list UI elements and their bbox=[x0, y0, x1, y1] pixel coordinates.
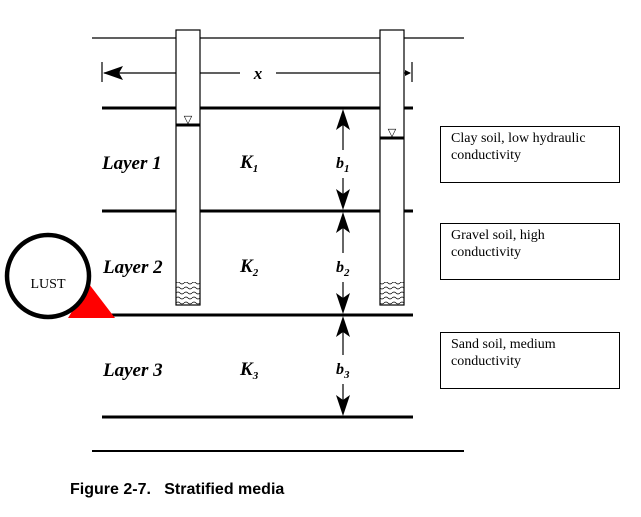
thickness-arrow-2: b2 bbox=[336, 212, 350, 314]
thickness-arrow-3: b3 bbox=[336, 316, 350, 416]
well-screen-left bbox=[176, 282, 200, 305]
well-screen-right bbox=[380, 282, 404, 305]
conductivity-label-1: K1 bbox=[239, 152, 258, 175]
conductivity-label-2: K2 bbox=[239, 256, 259, 279]
layer-1-note: Clay soil, low hydraulic conductivity bbox=[440, 126, 620, 183]
layer-3-label: Layer 3 bbox=[102, 360, 163, 381]
thickness-label-1: b1 bbox=[336, 155, 350, 175]
layer-2-label: Layer 2 bbox=[102, 257, 163, 278]
caption-title: Stratified media bbox=[164, 481, 285, 498]
distance-arrow: x bbox=[101, 62, 413, 83]
water-level-symbol-right-icon: ▽ bbox=[388, 126, 397, 139]
layer-1-label: Layer 1 bbox=[101, 153, 162, 174]
lust-source: LUST bbox=[4, 232, 115, 320]
layer-2-note-text: Gravel soil, high conductivity bbox=[451, 228, 545, 260]
layer-3-note-text: Sand soil, medium conductivity bbox=[451, 337, 556, 369]
thickness-arrow-1: b1 bbox=[336, 109, 350, 210]
figure-caption: Figure 2-7. Stratified media bbox=[70, 481, 284, 499]
layer-2-note: Gravel soil, high conductivity bbox=[440, 223, 620, 280]
conductivity-label-3: K3 bbox=[239, 359, 259, 382]
well-left: ▽ bbox=[175, 29, 201, 306]
layer-3-note: Sand soil, medium conductivity bbox=[440, 332, 620, 389]
lust-tank-circle-icon bbox=[4, 232, 92, 320]
distance-label: x bbox=[253, 64, 263, 83]
caption-number: Figure 2-7. bbox=[70, 481, 151, 498]
thickness-label-3: b3 bbox=[336, 361, 350, 381]
arrow-head-left-icon bbox=[103, 66, 123, 80]
lust-label: LUST bbox=[31, 277, 66, 292]
well-right: ▽ bbox=[379, 29, 405, 306]
arrow-head-right-icon bbox=[405, 70, 411, 76]
leak-marker-triangle-icon bbox=[68, 284, 115, 318]
water-level-symbol-left-icon: ▽ bbox=[184, 113, 193, 126]
layer-1-note-text: Clay soil, low hydraulic conductivity bbox=[451, 131, 586, 163]
thickness-label-2: b2 bbox=[336, 259, 350, 279]
